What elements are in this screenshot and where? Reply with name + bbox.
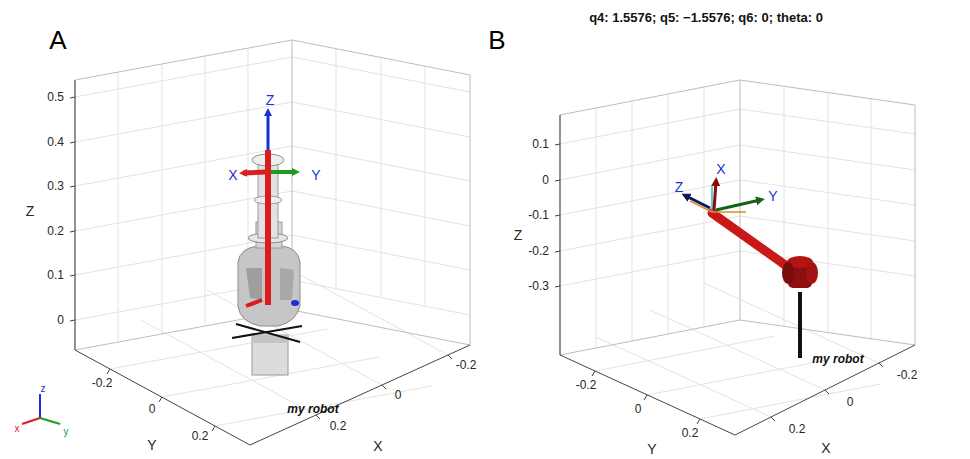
tick-label: -0.2	[92, 377, 113, 390]
tick-label: 0.2	[789, 423, 806, 436]
tick-label: 0.2	[330, 420, 347, 433]
robot-name: my robot	[287, 403, 338, 416]
axis-label: X	[821, 441, 830, 456]
orientation-triad	[22, 394, 60, 424]
tick-label: -0.1	[528, 209, 549, 222]
tick-label: 0.1	[47, 269, 64, 282]
ticks-a	[70, 97, 452, 431]
tick-label: -0.2	[528, 245, 549, 258]
grid-b	[560, 86, 915, 419]
frame-axis-label: Z	[675, 180, 684, 195]
tick-label: 0	[542, 174, 549, 187]
frame-axis-label: Z	[266, 93, 275, 108]
axis-label: Y	[147, 438, 156, 453]
robot-b	[686, 182, 818, 358]
tick-label: 0.1	[532, 138, 549, 151]
tick-label: 0.2	[192, 430, 209, 443]
panel-letter: B	[488, 26, 505, 55]
tick-label: 0.5	[47, 91, 64, 104]
tick-label: 0.3	[47, 180, 64, 193]
tick-label: 0	[57, 314, 64, 327]
tick-label: -0.3	[528, 280, 549, 293]
axis-label: X	[373, 439, 382, 454]
tick-label: -0.2	[576, 379, 597, 392]
axis-label: Z	[26, 204, 35, 219]
tick-label: 0.4	[47, 136, 64, 149]
triad-label: y	[64, 426, 69, 437]
robot-a	[232, 112, 302, 375]
tick-label: 0.2	[682, 427, 699, 440]
axis-label: Y	[647, 442, 656, 457]
triad-label: z	[41, 383, 46, 394]
tick-label: 0	[635, 403, 642, 416]
grid-a	[75, 48, 470, 426]
tick-label: 0	[847, 396, 854, 409]
tick-label: -0.2	[456, 359, 477, 372]
panel-letter: A	[49, 26, 66, 55]
box-edges-b	[560, 80, 915, 435]
plot-title: q4: 1.5576; q5: −1.5576; q6: 0; theta: 0	[589, 11, 823, 25]
frame-axis-label: X	[228, 168, 237, 183]
box-edges-a	[75, 40, 470, 445]
triad-label: x	[15, 423, 20, 434]
tick-label: -0.2	[897, 369, 918, 382]
frame-axis-label: X	[716, 162, 725, 177]
tick-label: 0	[395, 389, 402, 402]
tick-label: 0.2	[47, 225, 64, 238]
ticks-b	[555, 144, 883, 424]
frame-axis-label: Y	[768, 189, 777, 204]
robot-name: my robot	[812, 353, 863, 366]
axis-label: Z	[514, 228, 523, 243]
tick-label: 0	[149, 403, 156, 416]
frame-axis-label: Y	[311, 168, 320, 183]
